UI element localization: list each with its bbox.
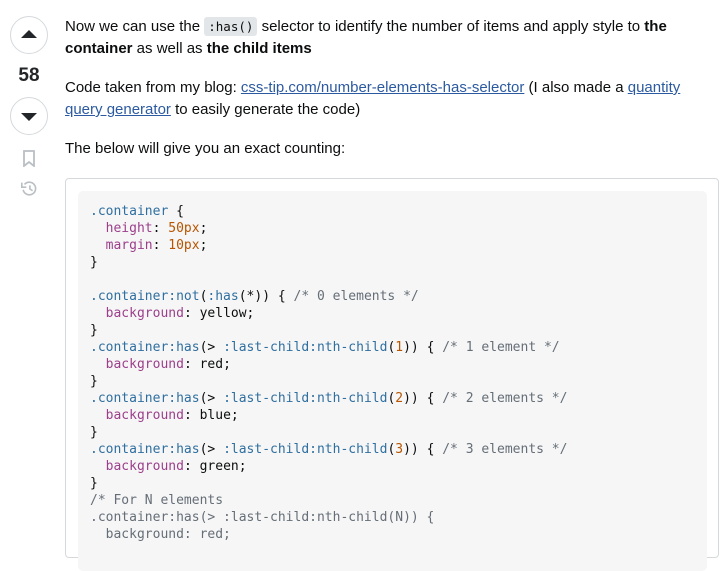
arrow-down-icon [21, 113, 37, 121]
history-button[interactable] [20, 179, 38, 197]
code-token: .container:has [90, 340, 200, 355]
text: as well as [132, 40, 207, 57]
code-token: background [105, 306, 184, 321]
code-token: ( [387, 340, 396, 355]
bookmark-button[interactable] [20, 149, 38, 167]
code-token: )) { [403, 442, 443, 457]
downvote-button[interactable] [10, 97, 48, 135]
code-token: } [90, 255, 98, 270]
blog-link[interactable]: css-tip.com/number-elements-has-selector [240, 79, 525, 96]
code-token: : [152, 238, 169, 253]
code-token: (> [199, 391, 224, 406]
text: (I also made a [524, 79, 628, 96]
code-token: } [90, 425, 98, 440]
code-token: } [90, 476, 98, 491]
code-token: 3 [395, 442, 404, 457]
code-token: (*)) { [238, 289, 294, 304]
code-token: )) { [403, 391, 443, 406]
code-token: :has [207, 289, 239, 304]
code-block[interactable]: .container { height: 50px; margin: 10px;… [78, 191, 707, 571]
code-token: .container [90, 204, 169, 219]
code-token: : blue; [183, 408, 239, 423]
code-token: : green; [183, 459, 247, 474]
code-token: .container:has [90, 391, 200, 406]
answer-body: Now we can use the :has() selector to id… [65, 16, 717, 177]
code-token: )) { [403, 340, 443, 355]
vote-count: 58 [18, 65, 40, 86]
code-token: ( [387, 391, 396, 406]
code-comment: /* 3 elements */ [442, 442, 568, 457]
arrow-up-icon [21, 30, 37, 38]
code-token: : yellow; [183, 306, 255, 321]
code-comment: /* For N elements [90, 493, 224, 508]
code-token: margin [105, 238, 153, 253]
paragraph-source: Code taken from my blog: css-tip.com/num… [65, 77, 717, 121]
code-comment: /* 1 element */ [442, 340, 560, 355]
history-icon [20, 180, 37, 196]
code-token: 1 [395, 340, 404, 355]
code-token: :last-child:nth-child [223, 442, 388, 457]
code-token: (> [199, 442, 224, 457]
code-token: height [105, 221, 153, 236]
code-token: ; [199, 238, 208, 253]
code-token: ( [199, 289, 208, 304]
paragraph-intro: Now we can use the :has() selector to id… [65, 16, 717, 60]
code-token: background [105, 408, 184, 423]
code-snippet: .container { height: 50px; margin: 10px;… [65, 178, 719, 571]
code-comment: /* 2 elements */ [442, 391, 568, 406]
code-token: : [152, 221, 169, 236]
bookmark-icon [23, 149, 35, 167]
text: to easily generate the code) [170, 101, 361, 118]
paragraph-counting: The below will give you an exact countin… [65, 140, 346, 157]
vote-column: 58 [9, 16, 49, 197]
code-token: background [105, 357, 184, 372]
code-token: .container:not [90, 289, 200, 304]
code-token: ; [199, 221, 208, 236]
bold-text: the child items [206, 40, 312, 57]
code-token: background [105, 459, 184, 474]
text: Now we can use the [65, 18, 205, 35]
code-token: 10px [168, 238, 200, 253]
upvote-button[interactable] [10, 16, 48, 54]
code-token: : red; [183, 357, 231, 372]
code-token: .container:has [90, 442, 200, 457]
code-token: { [168, 204, 184, 219]
text: Code taken from my blog: [65, 79, 241, 96]
code-token: ( [387, 442, 396, 457]
code-token: 2 [395, 391, 404, 406]
text: selector to identify the number of items… [257, 18, 645, 35]
generator-link[interactable]: quantity query generator [65, 79, 681, 118]
code-token: 50px [168, 221, 200, 236]
code-token: } [90, 323, 98, 338]
bold-text: the container [65, 18, 667, 57]
code-token: } [90, 374, 98, 389]
code-token: (> [199, 340, 224, 355]
inline-code: :has() [204, 17, 258, 36]
code-token: :last-child:nth-child [223, 391, 388, 406]
code-comment: .container:has(> :last-child:nth-child(N… [90, 510, 435, 525]
code-comment: /* 0 elements */ [293, 289, 419, 304]
code-token: :last-child:nth-child [223, 340, 388, 355]
